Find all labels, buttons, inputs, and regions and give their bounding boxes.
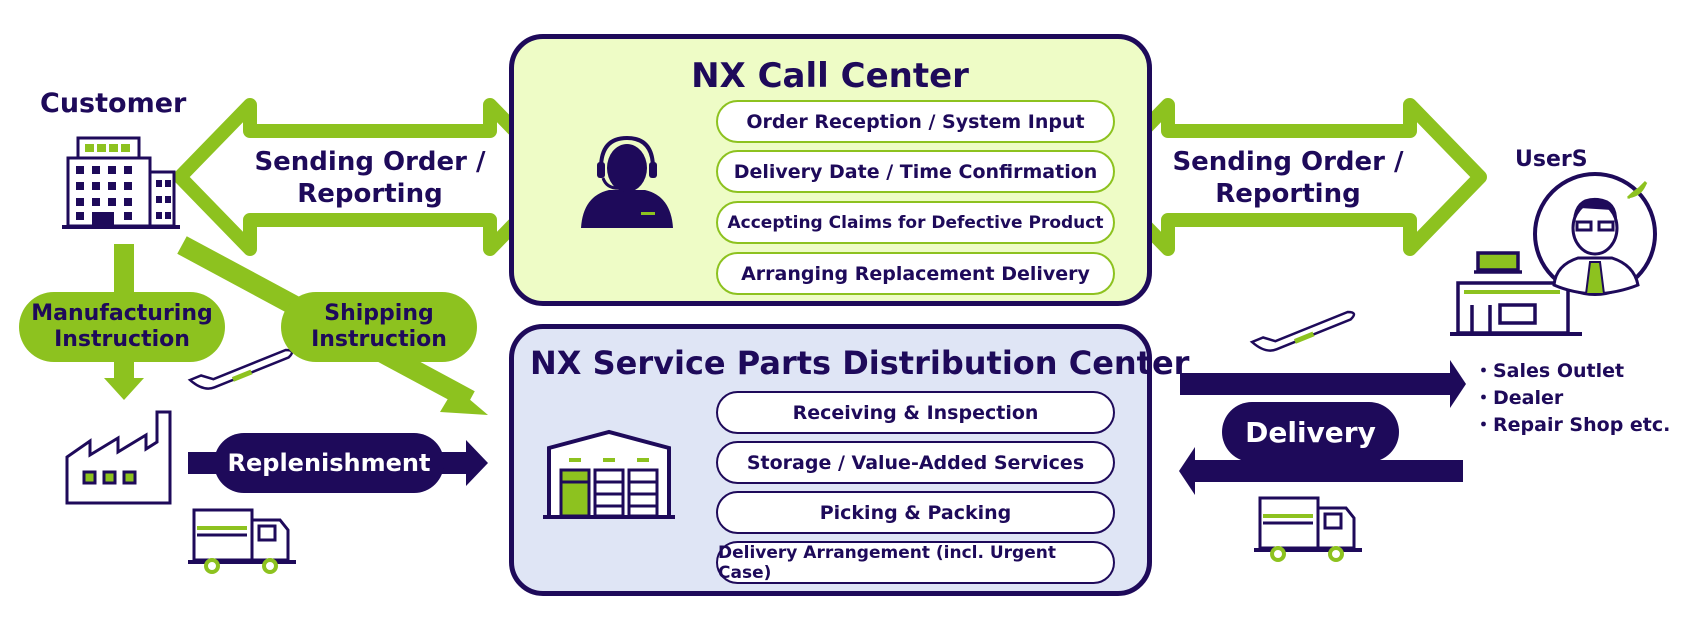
right-double-arrow [1091,98,1487,256]
call-center-item: Arranging Replacement Delivery [716,252,1115,295]
customer-building-icon [62,136,180,229]
delivery-arrow-return [1179,447,1463,495]
left-arrow-line1: Sending Order / [254,147,486,177]
left-arrow-label: Sending Order / Reporting [240,146,500,210]
user-avatar-icon [1533,172,1657,296]
right-arrow-line1: Sending Order / [1172,147,1404,177]
distribution-center-item: Receiving & Inspection [716,391,1115,434]
customer-label: Customer [40,88,187,119]
call-center-item: Order Reception / System Input [716,100,1115,143]
user-type-item: ・Repair Shop etc. [1474,414,1671,436]
user-type-item: ・Dealer [1474,387,1564,409]
shop-icon [1450,251,1582,336]
call-center-title: NX Call Center [691,56,969,96]
factory-icon [65,410,172,505]
right-arrow-label: Sending Order / Reporting [1158,146,1418,210]
call-center-item: Accepting Claims for Defective Product [716,201,1115,244]
manufacturing-line2: Instruction [54,327,190,352]
delivery-badge: Delivery [1222,402,1399,462]
shipping-line1: Shipping [324,301,434,326]
warehouse-icon [543,429,675,519]
user-type-item: ・Sales Outlet [1474,360,1625,382]
distribution-center-item: Storage / Value-Added Services [716,441,1115,484]
distribution-center-item: Delivery Arrangement (incl. Urgent Case) [716,541,1115,584]
airplane-icon [1249,310,1356,352]
manufacturing-line1: Manufacturing [31,301,213,326]
shipping-line2: Instruction [311,327,447,352]
airplane-icon [187,348,294,390]
call-center-item: Delivery Date / Time Confirmation [716,150,1115,193]
delivery-arrow-out [1180,360,1466,408]
left-arrow-line2: Reporting [297,179,443,209]
distribution-center-item: Picking & Packing [716,491,1115,534]
user-types-list: ・Sales Outlet ・Dealer ・Repair Shop etc. [1474,358,1670,439]
distribution-center-title: NX Service Parts Distribution Center [530,344,1190,382]
truck-icon [188,508,296,574]
operator-headset-icon [581,135,673,228]
replenishment-badge: Replenishment [214,433,444,493]
users-label: UserS [1515,147,1588,172]
right-arrow-line2: Reporting [1215,179,1361,209]
truck-icon [1254,496,1362,562]
